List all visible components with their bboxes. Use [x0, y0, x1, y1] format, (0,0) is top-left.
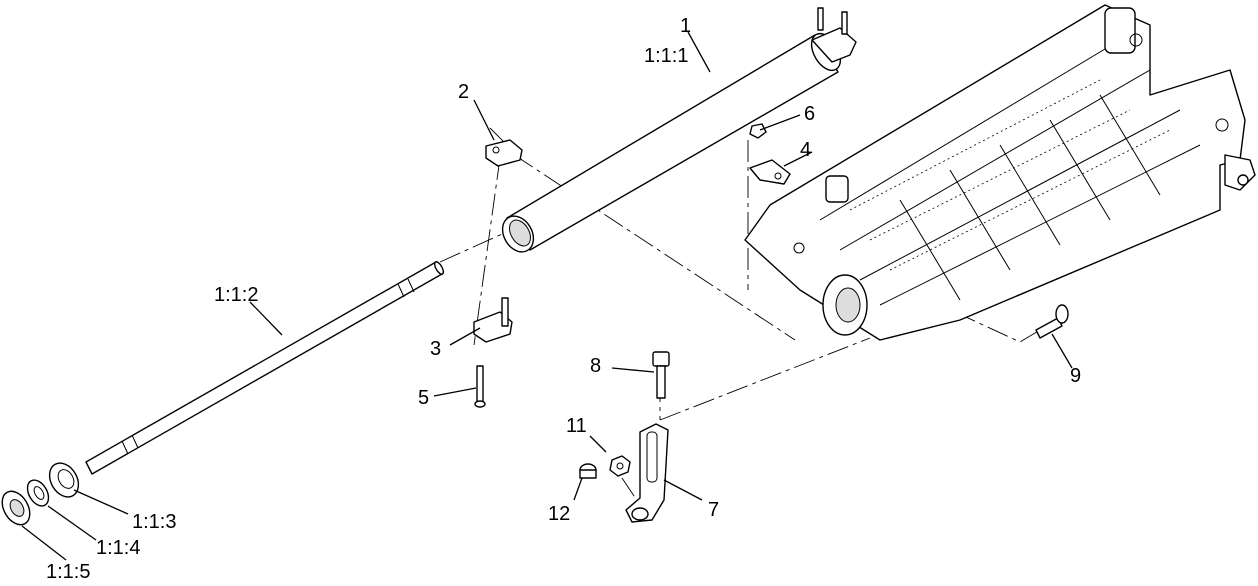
- callout-12: 12: [548, 503, 570, 525]
- washer[interactable]: [23, 476, 53, 509]
- callout-7: 7: [708, 499, 719, 521]
- bracket-lower[interactable]: [473, 297, 513, 343]
- roller-tube[interactable]: [496, 7, 857, 257]
- bolt-9[interactable]: [1035, 304, 1069, 339]
- bolt-5[interactable]: [474, 365, 486, 408]
- nut-11[interactable]: [609, 455, 631, 477]
- arm-7[interactable]: [625, 423, 669, 523]
- callout-2: 2: [458, 81, 469, 103]
- clamp-4[interactable]: [749, 159, 791, 185]
- bracket-upper[interactable]: [485, 139, 523, 167]
- screw-12[interactable]: [579, 463, 597, 479]
- callout-9: 9: [1070, 365, 1081, 387]
- callout-5: 5: [418, 387, 429, 409]
- nut-6[interactable]: [749, 123, 767, 139]
- callout-1-1-1: 1:1:1: [644, 45, 688, 67]
- callout-3: 3: [430, 338, 441, 360]
- leader-lines: [21, 31, 1073, 561]
- stud-8[interactable]: [652, 351, 670, 399]
- callout-8: 8: [590, 355, 601, 377]
- callout-1-1-5: 1:1:5: [46, 561, 90, 583]
- callout-4: 4: [800, 139, 811, 161]
- seal[interactable]: [0, 486, 35, 529]
- bearing[interactable]: [44, 458, 85, 502]
- reel-frame: [744, 4, 1256, 341]
- callout-labels: 1 1:1:1 2 6 4 1:1:2 3 5 8 9 11 12 7 1:1:…: [46, 15, 1081, 583]
- callout-1-1-2: 1:1:2: [214, 284, 258, 306]
- roller-shaft[interactable]: [85, 260, 445, 475]
- callout-1: 1: [680, 15, 691, 37]
- callout-1-1-3: 1:1:3: [132, 511, 176, 533]
- callout-1-1-4: 1:1:4: [96, 537, 140, 559]
- callout-11: 11: [566, 415, 587, 437]
- callout-6: 6: [804, 103, 815, 125]
